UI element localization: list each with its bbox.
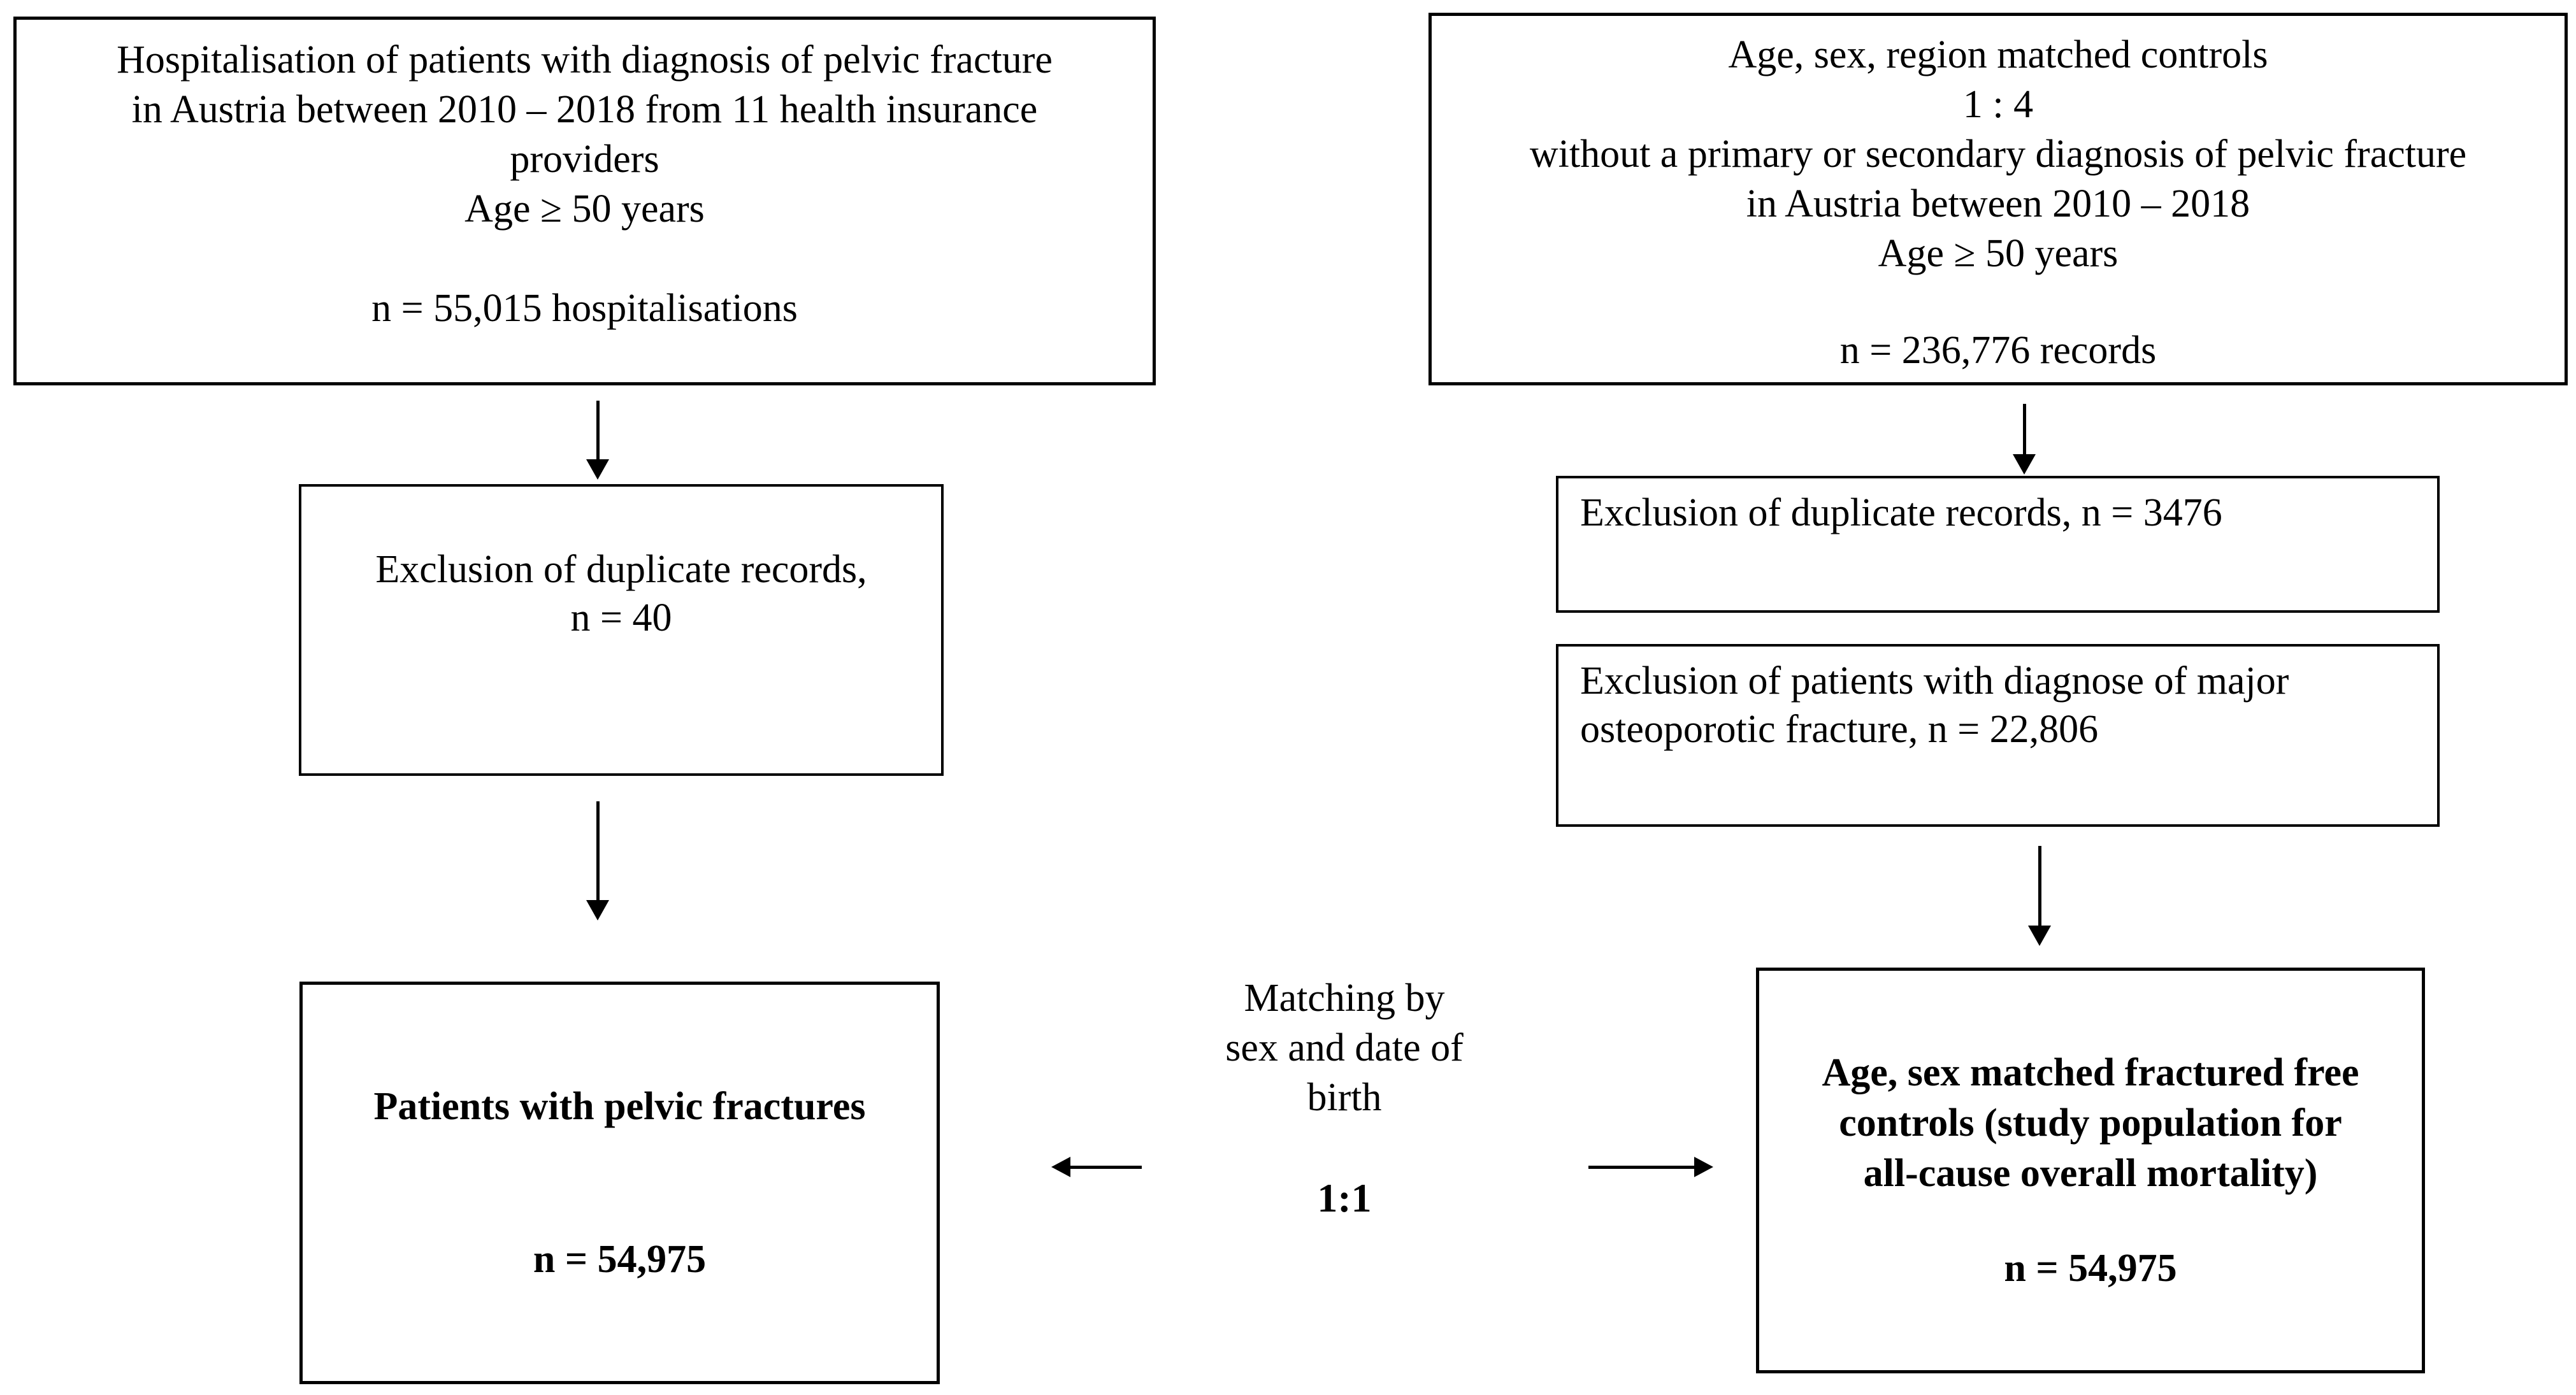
box-patients-with-pelvic-fractures: Patients with pelvic fractures n = 54,97… bbox=[299, 982, 940, 1384]
text-line: birth bbox=[1307, 1076, 1382, 1119]
text-line: sex and date of bbox=[1225, 1026, 1464, 1070]
box-title: controls (study population for bbox=[1839, 1101, 2342, 1145]
arrow-head bbox=[586, 900, 609, 920]
arrow-head bbox=[1694, 1157, 1713, 1177]
matching-note: Matching by sex and date of birth bbox=[1153, 973, 1536, 1122]
box-exclusion-osteoporotic-fracture: Exclusion of patients with diagnose of m… bbox=[1556, 644, 2440, 827]
text-line: Age, sex, region matched controls bbox=[1728, 33, 2268, 76]
box-pelvic-fracture-hospitalisations: Hospitalisation of patients with diagnos… bbox=[13, 17, 1156, 385]
arrow-line bbox=[596, 401, 600, 461]
n-count: n = 54,975 bbox=[2004, 1247, 2177, 1290]
box-exclusion-duplicates-left: Exclusion of duplicate records, n = 40 bbox=[299, 484, 944, 776]
box-exclusion-duplicates-right: Exclusion of duplicate records, n = 3476 bbox=[1556, 476, 2440, 613]
text-line: Exclusion of patients with diagnose of m… bbox=[1580, 659, 2289, 703]
matching-ratio: 1:1 bbox=[1153, 1173, 1536, 1223]
arrow-line bbox=[2023, 404, 2026, 455]
ratio-label: 1:1 bbox=[1317, 1175, 1372, 1220]
arrow-line bbox=[1069, 1166, 1142, 1169]
text-line: Exclusion of duplicate records, bbox=[375, 548, 867, 591]
box-title: all-cause overall mortality) bbox=[1863, 1152, 2318, 1195]
arrow-head bbox=[1051, 1157, 1070, 1177]
arrow-line bbox=[1588, 1166, 1694, 1169]
arrow-line bbox=[2038, 846, 2041, 927]
box-matched-controls-source: Age, sex, region matched controls 1 : 4 … bbox=[1428, 13, 2568, 385]
text-line: in Austria between 2010 – 2018 from 11 h… bbox=[131, 88, 1038, 131]
text-line: Exclusion of duplicate records, n = 3476 bbox=[1580, 491, 2222, 534]
text-line: in Austria between 2010 – 2018 bbox=[1746, 182, 2250, 225]
n-count: n = 54,975 bbox=[533, 1238, 707, 1281]
n-count: n = 55,015 hospitalisations bbox=[371, 287, 798, 330]
text-line: providers bbox=[510, 138, 659, 181]
arrow-head bbox=[586, 459, 609, 480]
text-line: Hospitalisation of patients with diagnos… bbox=[117, 38, 1053, 82]
text-line: without a primary or secondary diagnosis… bbox=[1529, 132, 2467, 176]
n-count: n = 40 bbox=[570, 596, 672, 640]
text-line: Age ≥ 50 years bbox=[464, 187, 705, 231]
arrow-head bbox=[2028, 926, 2051, 946]
text-line: Age ≥ 50 years bbox=[1878, 232, 2119, 275]
box-title: Age, sex matched fractured free bbox=[1822, 1051, 2359, 1094]
arrow-head bbox=[2013, 454, 2036, 475]
n-count: n = 236,776 records bbox=[1839, 329, 2157, 372]
text-line: osteoporotic fracture, n = 22,806 bbox=[1580, 708, 2099, 751]
text-line: Matching by bbox=[1244, 976, 1445, 1020]
box-matched-fracture-free-controls: Age, sex matched fractured free controls… bbox=[1756, 968, 2425, 1373]
text-line: 1 : 4 bbox=[1962, 83, 2034, 126]
arrow-line bbox=[596, 801, 600, 901]
box-title: Patients with pelvic fractures bbox=[373, 1085, 866, 1128]
